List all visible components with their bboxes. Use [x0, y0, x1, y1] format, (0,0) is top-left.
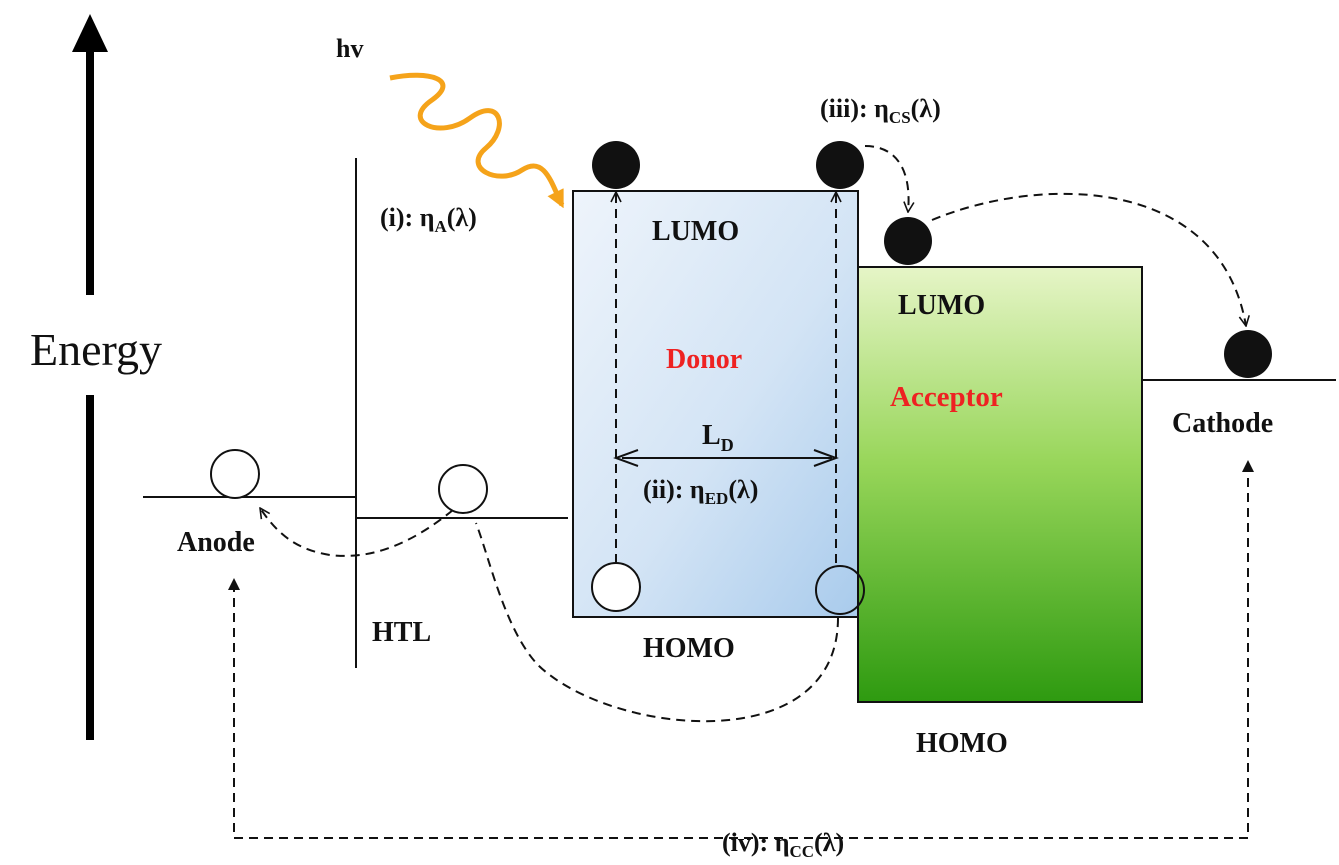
htl-label: HTL [372, 617, 431, 648]
external-circuit-path [233, 463, 1249, 839]
diffusion-length-arrowhead-left [613, 449, 639, 467]
acceptor-name-label: Acceptor [890, 381, 1003, 413]
donor-block [572, 190, 859, 618]
diffusion-length-label: LD [702, 420, 734, 455]
diffusion-length-arrowhead-right [813, 449, 839, 467]
labels: hv (i): ηA(λ) (iii): ηCS(λ) LUMO Donor L… [177, 34, 1273, 861]
hole-from-donor-arrow [475, 522, 839, 723]
energy-axis-label: Energy [30, 324, 162, 375]
donor-lumo-label: LUMO [652, 216, 739, 247]
electron-cathode [1224, 330, 1272, 378]
energy-axis: Energy [30, 14, 162, 740]
external-circuit-arrowhead-cathode [1242, 460, 1254, 472]
hole-htl [438, 464, 488, 514]
cathode-label: Cathode [1172, 408, 1273, 439]
charge-carriers [210, 141, 1272, 615]
level-lines [143, 158, 1336, 668]
donor-homo-label: HOMO [643, 633, 735, 664]
step-i-label: (i): ηA(λ) [380, 203, 477, 236]
photon-wave [389, 72, 565, 209]
donor-name-label: Donor [666, 344, 742, 375]
hole-donor-left [591, 562, 641, 612]
electron-acceptor [884, 217, 932, 265]
electron-to-cathode-arrow [931, 192, 1246, 326]
acceptor-lumo-label: LUMO [898, 290, 985, 321]
acceptor-homo-label: HOMO [916, 728, 1008, 759]
hole-anode [210, 449, 260, 499]
photon-label: hv [336, 34, 363, 63]
transfer-arrows [233, 145, 1249, 839]
electron-donor-left [592, 141, 640, 189]
hole-donor-right [815, 565, 865, 615]
energy-axis-arrowhead [72, 14, 108, 52]
electron-donor-right [816, 141, 864, 189]
anode-label: Anode [177, 527, 255, 558]
acceptor-block [857, 266, 1143, 703]
step-ii-label: (ii): ηED(λ) [643, 475, 758, 508]
charge-separation-arrow [864, 145, 909, 212]
external-circuit-arrowhead-anode [228, 578, 240, 590]
step-iv-label: (iv): ηCC(λ) [722, 828, 844, 861]
step-iii-label: (iii): ηCS(λ) [820, 94, 941, 127]
diffusion-length-arrow [613, 449, 839, 467]
